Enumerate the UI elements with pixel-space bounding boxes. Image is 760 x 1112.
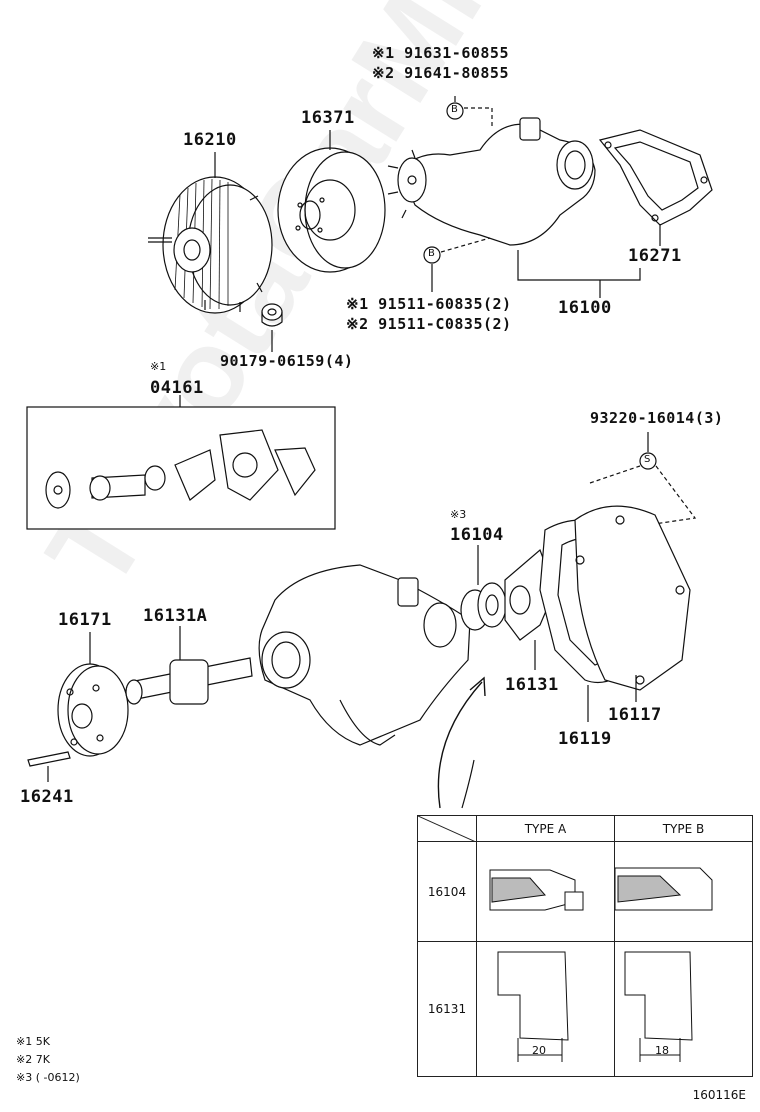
table-corner [417,815,477,842]
part-16119: 16119 [558,729,612,749]
callout-b-bottom: B [428,248,435,259]
type-comparison-table: TYPE A TYPE B 16104 16131 [417,815,754,1077]
mark-16104: ※3 [450,508,467,521]
part-16371: 16371 [301,108,355,128]
type-a-16131-cell [476,941,615,1077]
part-16100: 16100 [558,298,612,318]
pulley-illustration [277,147,386,273]
part-16271: 16271 [628,246,682,266]
footnote-1: ※1 5K [16,1035,50,1048]
bolt-label-1: ※1 91631-60855 [372,44,509,62]
type-a-16104-cell [476,841,615,942]
footnote-2: ※2 7K [16,1053,50,1066]
part-16131: 16131 [505,675,559,695]
dim-type-a: 20 [532,1044,546,1057]
cover-plate-illustration [574,505,691,691]
seal-illustration [460,582,507,631]
pump-body-illustration [258,564,471,746]
callout-b-top: B [451,104,458,115]
type-a-header: TYPE A [476,815,615,842]
row-16131-label: 16131 [417,941,477,1077]
dim-type-b: 18 [655,1044,669,1057]
callout-s: S [644,454,651,465]
part-16241: 16241 [20,787,74,807]
gasket-16271-illustration [598,129,713,226]
type-b-16131-cell [613,941,754,1077]
bolt-label-4: ※2 91511-C0835(2) [346,315,512,333]
part-16117: 16117 [608,705,662,725]
bolt-label-2: ※2 91641-80855 [372,64,509,82]
footnote-3: ※3 ( -0612) [16,1071,80,1084]
fan-clutch-illustration [148,176,273,314]
part-16131A: 16131A [143,606,208,626]
part-16210: 16210 [183,130,237,150]
stud-illustration [27,751,71,767]
mark-04161: ※1 [150,360,167,373]
row-16104-label: 16104 [417,841,477,942]
nut-s-label: 93220-16014(3) [590,409,724,427]
bolt-label-3: ※1 91511-60835(2) [346,295,512,313]
kit-04161-illustration [45,429,316,509]
bearing-shaft-illustration [125,657,253,705]
part-04161: 04161 [150,378,204,398]
part-16104: 16104 [450,525,504,545]
water-pump-top-illustration [387,117,596,246]
nut-label: 90179-06159(4) [220,352,354,370]
diagram-code: 160116E [692,1088,746,1102]
part-16171: 16171 [58,610,112,630]
type-b-16104-cell [613,841,754,942]
type-b-header: TYPE B [613,815,754,842]
flange-illustration [57,663,129,757]
nut-illustration [261,303,283,327]
